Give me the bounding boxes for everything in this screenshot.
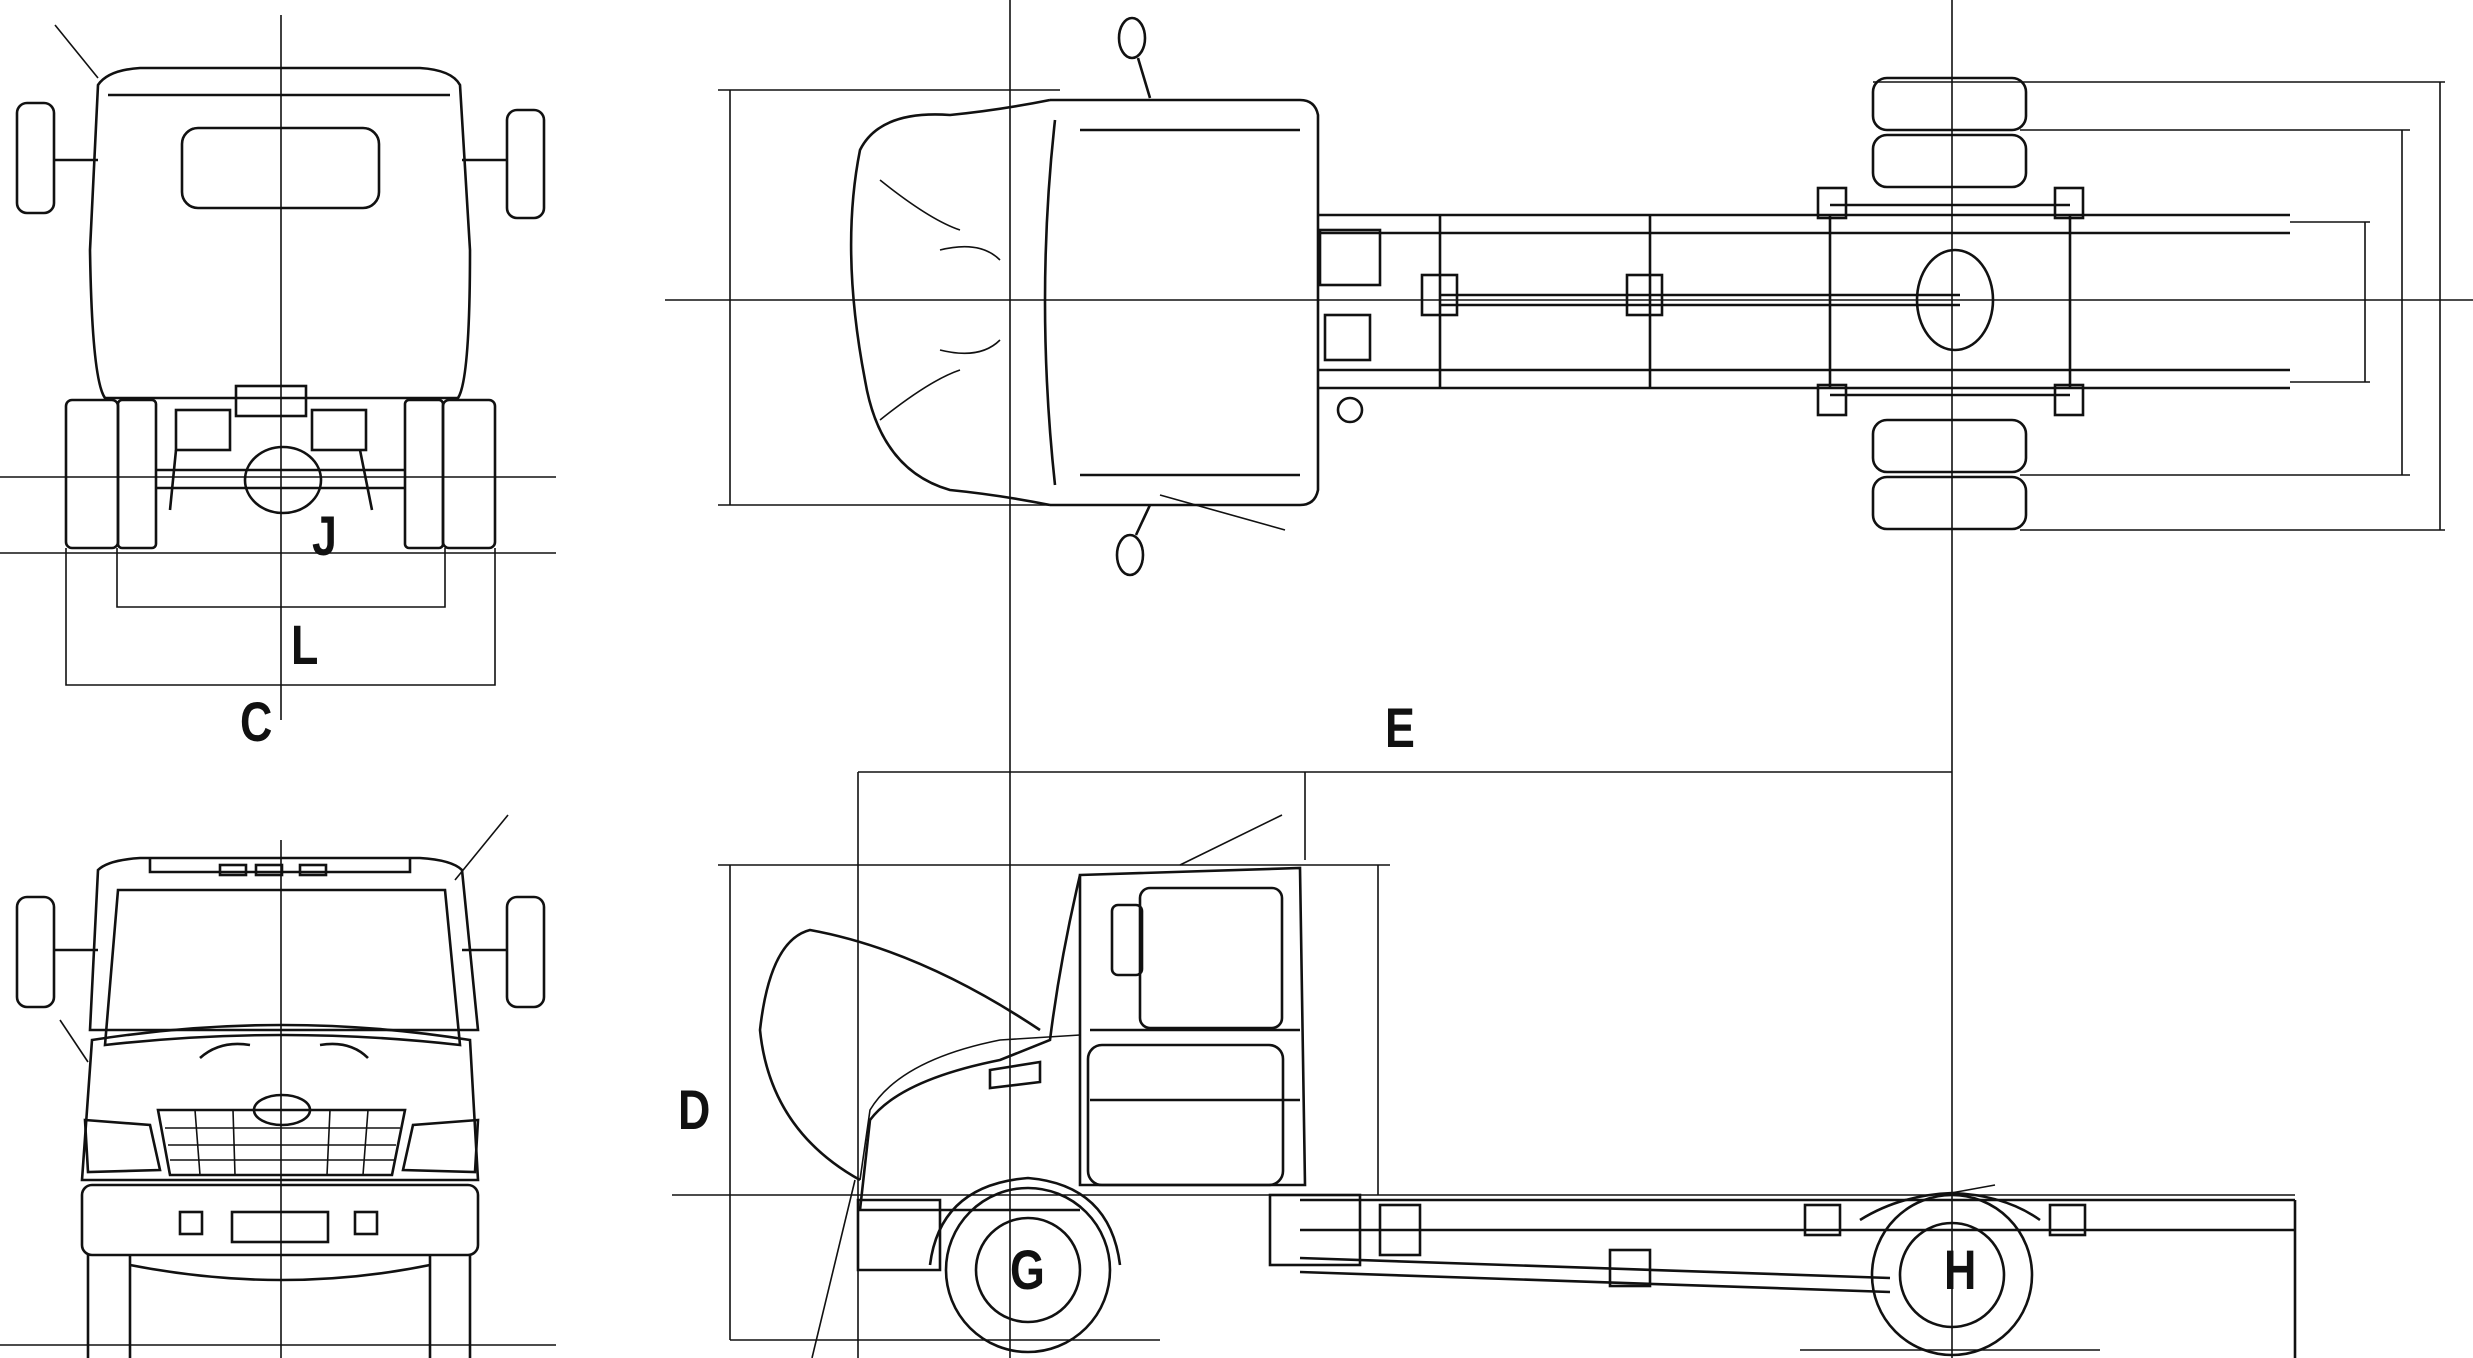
top-view [665,0,2473,1358]
dimension-label-e: E [1385,696,1415,759]
dimension-label-l: L [291,613,319,676]
rear-view [0,15,556,720]
dimension-label-d: D [678,1078,711,1141]
dimension-label-h: H [1944,1238,1977,1301]
front-view [0,814,556,1358]
dimension-label-c: C [240,690,273,753]
side-view [672,771,2297,1358]
dimension-label-j: J [312,504,337,567]
dimension-label-g: G [1010,1238,1045,1301]
